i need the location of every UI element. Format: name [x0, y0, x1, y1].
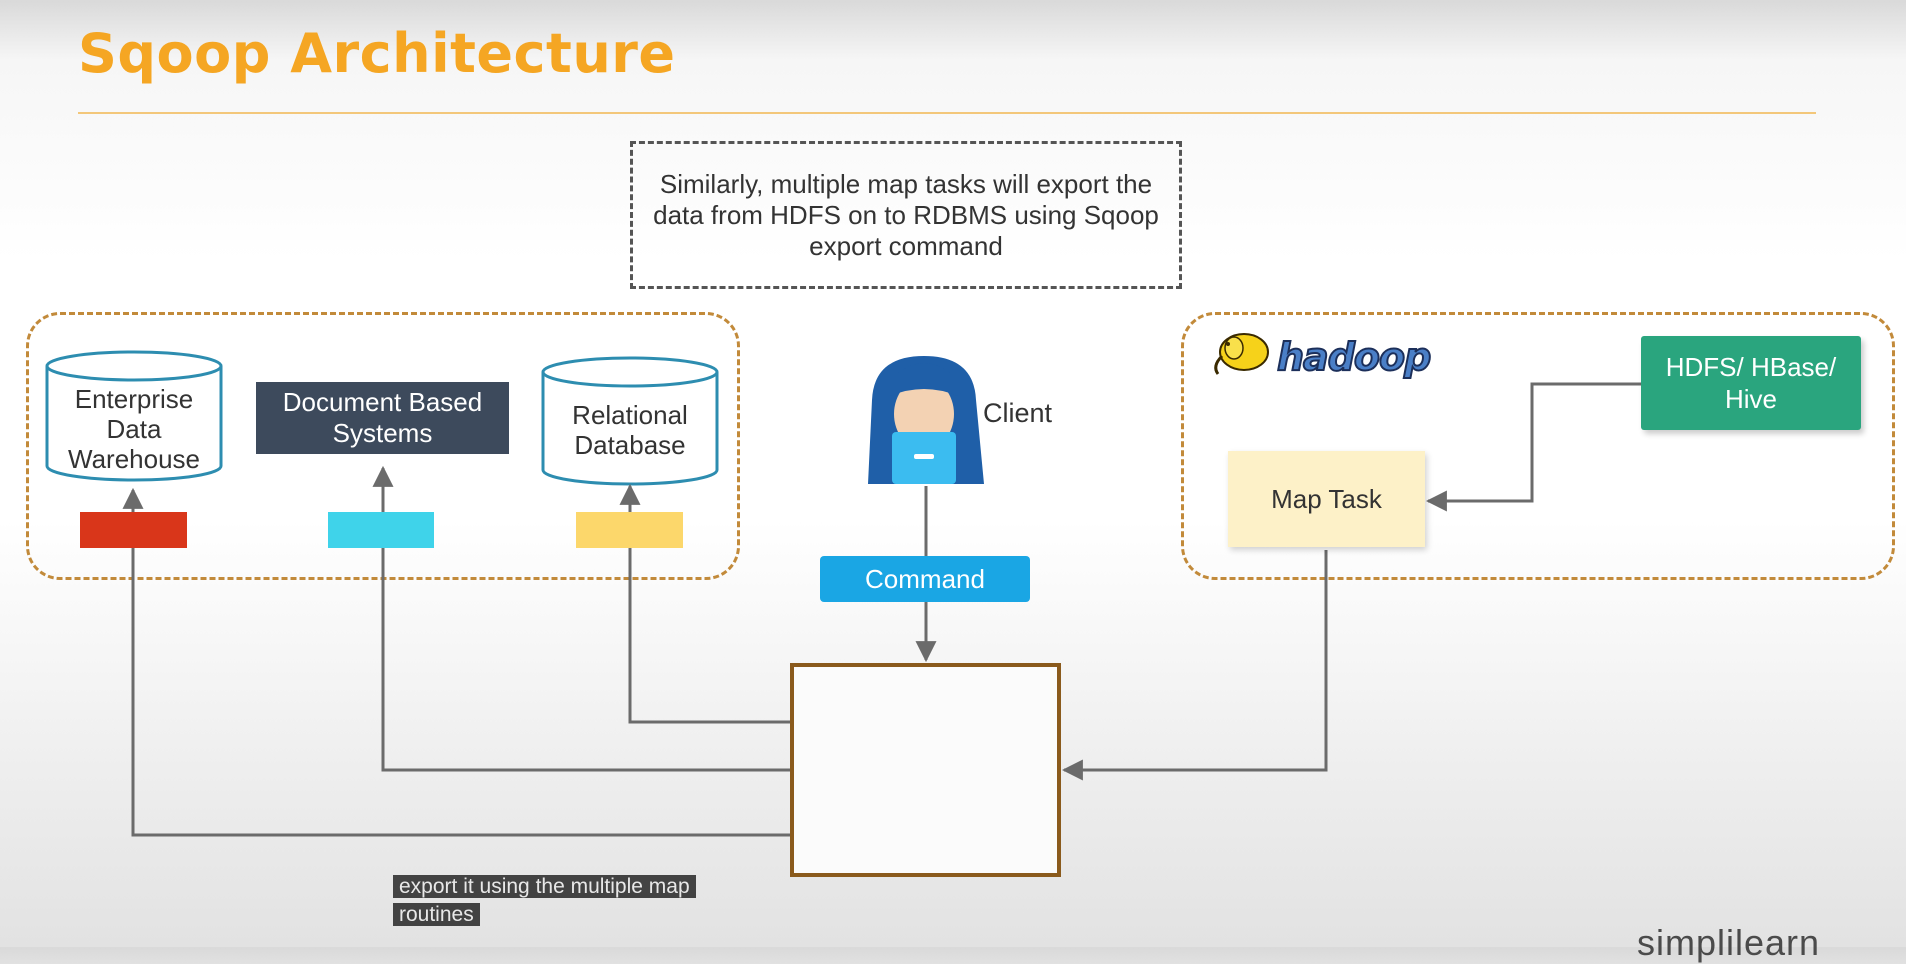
- client-label: Client: [983, 398, 1053, 428]
- hadoop-group: [1181, 312, 1895, 580]
- callout-text: Similarly, multiple map tasks will expor…: [653, 168, 1159, 261]
- slide-title: Sqoop Architecture: [78, 22, 676, 85]
- docs-connector: [372, 465, 790, 772]
- sqoop-box: [790, 663, 1061, 877]
- hdfs-hbase-hive-box: HDFS/ HBase/ Hive: [1641, 336, 1861, 430]
- callout-box: Similarly, multiple map tasks will expor…: [630, 141, 1182, 289]
- edw-label: Enterprise Data Warehouse: [68, 384, 200, 474]
- maptask-connector: [1061, 550, 1328, 781]
- hadoop-logo-text: hadoop: [1276, 334, 1432, 380]
- hadoop-elephant-icon: [1214, 333, 1269, 375]
- edw-connector: [122, 487, 790, 837]
- edw-swatch: [80, 512, 187, 548]
- title-divider: [78, 112, 1816, 114]
- rdb-connector: [619, 483, 790, 724]
- video-caption-text: export it using the multiple map routine…: [393, 875, 696, 926]
- rdb-swatch: [576, 512, 683, 548]
- rdb-cylinder: [541, 356, 719, 486]
- hdfs-connector: [1425, 382, 1641, 512]
- hacker-client-icon: [868, 356, 984, 484]
- video-caption: export it using the multiple map routine…: [393, 873, 743, 929]
- docs-swatch: [328, 512, 434, 548]
- map-task-box: Map Task: [1228, 451, 1425, 547]
- brand-logo: simplilearn: [1637, 922, 1821, 963]
- edw-cylinder: [45, 350, 223, 482]
- rdb-label: Relational Database: [572, 400, 688, 460]
- document-based-systems-box: Document Based Systems: [256, 382, 509, 454]
- command-box: Command: [820, 556, 1030, 602]
